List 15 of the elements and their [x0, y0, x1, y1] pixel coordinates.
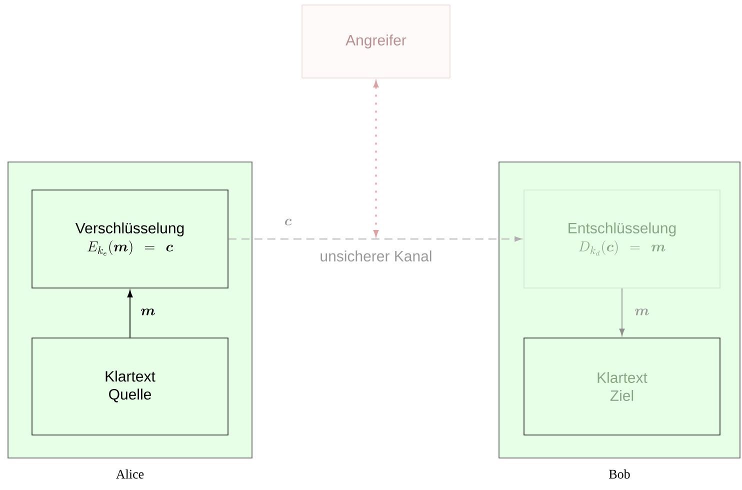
node-label: Bob	[609, 469, 630, 479]
edge-label: $\boldsymbol{m}$	[141, 308, 155, 316]
arrow	[373, 81, 379, 236]
process-box: Klartext Ziel	[524, 338, 720, 436]
channel-label: unsicherer Kanal	[320, 250, 432, 262]
process-box: Verschlüsselung $E_{k_e}(\boldsymbol{m}) = \boldsymbol{c}$	[32, 190, 228, 288]
node-label: Alice	[116, 469, 144, 479]
process-box: Entschlüsselung $D_{k_d}(\boldsymbol{c}) = \boldsymbol{m}$	[524, 190, 720, 288]
process-box: Klartext Quelle	[32, 338, 228, 436]
edge-label: $\boldsymbol{c}$	[284, 218, 292, 226]
process-box: Angreifer	[302, 4, 450, 78]
arrow	[228, 236, 522, 242]
arrow	[127, 290, 133, 338]
arrow	[619, 288, 625, 336]
edge-label: $\boldsymbol{m}$	[635, 308, 649, 316]
